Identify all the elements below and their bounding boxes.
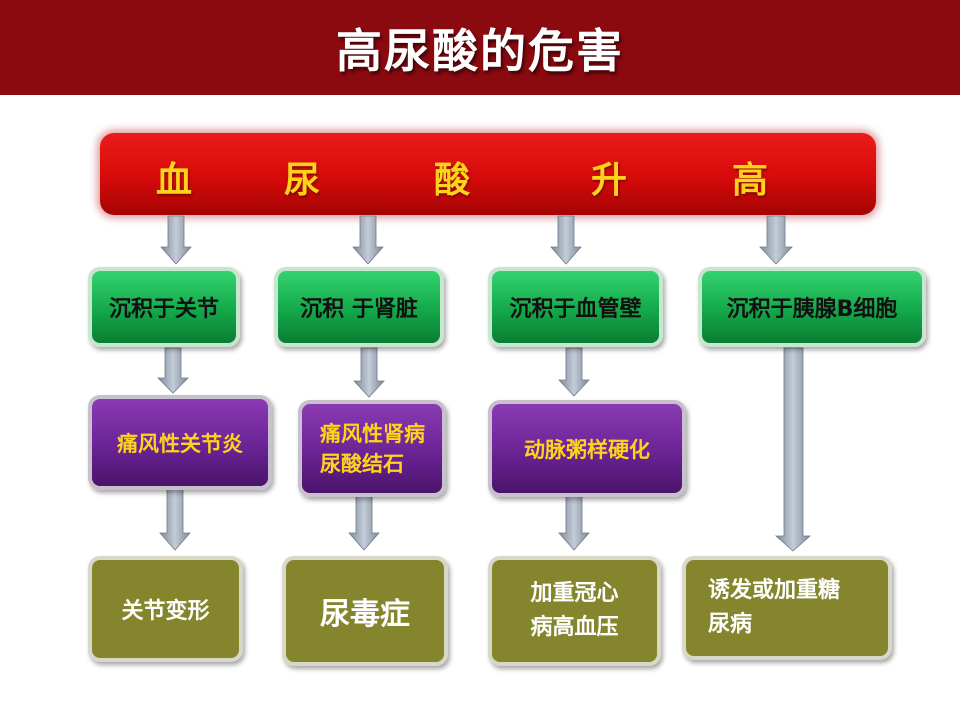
- node-gouty-arthritis: 痛风性关节炎: [88, 395, 272, 490]
- page-title: 高尿酸的危害: [336, 23, 624, 78]
- arrow-vessel-to-atherosclerosis: [558, 347, 590, 397]
- arrow-atherosclerosis-to-hypertension: [558, 495, 590, 551]
- node-deposit-kidney: 沉积 于肾脏: [274, 267, 444, 347]
- node-deposit-vessel-wall: 沉积于血管壁: [488, 267, 663, 347]
- arrow-banner-to-joint: [160, 215, 192, 265]
- root-node-hyperuricemia: 血 尿 酸 升 高: [100, 133, 876, 215]
- arrow-nephropathy-to-uremia: [348, 495, 380, 551]
- banner-char-3: 酸: [434, 160, 471, 201]
- node-joint-deformity: 关节变形: [88, 556, 243, 662]
- node-coronary-hypertension: 加重冠心 病高血压: [488, 556, 661, 666]
- arrow-gout-to-deformity: [159, 488, 191, 551]
- arrow-banner-to-kidney: [352, 215, 384, 265]
- node-deposit-joint: 沉积于关节: [88, 267, 240, 347]
- node-diabetes: 诱发或加重糖 尿病: [682, 556, 892, 660]
- title-bar: 高尿酸的危害: [0, 0, 960, 95]
- banner-char-1: 血: [156, 160, 193, 201]
- node-uremia: 尿毒症: [282, 556, 448, 666]
- node-atherosclerosis: 动脉粥样硬化: [488, 400, 686, 497]
- arrow-banner-to-pancreas: [759, 215, 793, 265]
- node-gouty-nephropathy-stones: 痛风性肾病 尿酸结石: [298, 400, 446, 497]
- banner-char-5: 高: [732, 160, 769, 201]
- banner-char-4: 升: [591, 160, 628, 201]
- node-deposit-pancreas-b-cell: 沉积于胰腺B细胞: [698, 267, 926, 347]
- arrow-banner-to-vessel: [550, 215, 582, 265]
- arrow-joint-to-gout: [157, 347, 189, 394]
- arrow-kidney-to-nephropathy: [353, 347, 385, 398]
- arrow-pancreas-to-diabetes: [774, 347, 812, 552]
- banner-char-2: 尿: [284, 160, 321, 201]
